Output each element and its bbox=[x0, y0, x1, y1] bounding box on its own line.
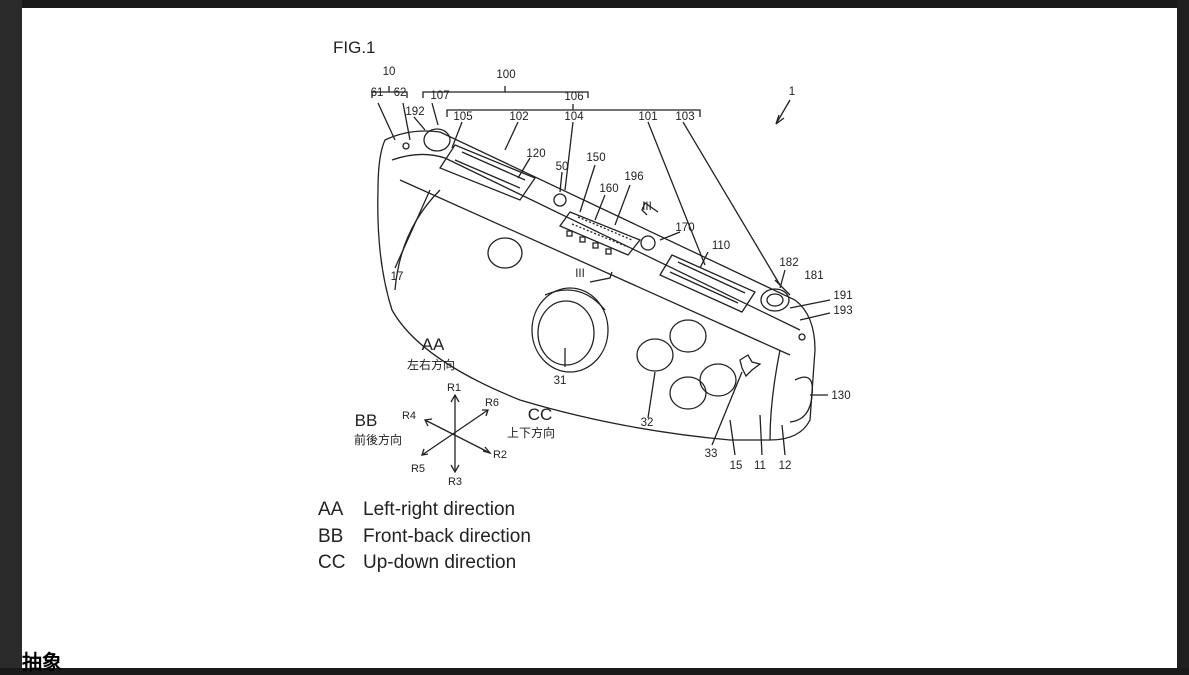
label-103: 103 bbox=[675, 111, 694, 123]
axis-label-bb: BB bbox=[355, 411, 378, 430]
button-192 bbox=[423, 128, 451, 152]
label-105: 105 bbox=[453, 111, 472, 123]
axis-r6: R6 bbox=[485, 397, 499, 409]
axis-label-aa-jp: 左右方向 bbox=[407, 357, 455, 372]
axis-r1: R1 bbox=[447, 382, 461, 394]
figure-title: FIG.1 bbox=[333, 38, 376, 57]
label-12: 12 bbox=[779, 460, 792, 472]
round-button-17 bbox=[487, 237, 523, 269]
label-1: 1 bbox=[789, 86, 795, 98]
action-button-bottom bbox=[669, 376, 707, 410]
label-110: 110 bbox=[712, 240, 730, 252]
patent-figure-sheet bbox=[22, 8, 1177, 668]
label-191: 191 bbox=[833, 290, 852, 302]
legend-key: CC bbox=[318, 552, 346, 573]
label-120: 120 bbox=[526, 148, 545, 160]
legend-row-cc: CC Up-down direction bbox=[318, 550, 531, 577]
label-196: 196 bbox=[624, 171, 643, 183]
right-frame-band bbox=[1177, 0, 1189, 668]
side-panel-curve bbox=[394, 189, 441, 291]
label-106: 106 bbox=[564, 91, 583, 103]
label-104: 104 bbox=[564, 111, 584, 123]
label-100: 100 bbox=[496, 69, 515, 81]
plus-button-33 bbox=[739, 354, 762, 378]
label-11: 11 bbox=[754, 460, 766, 472]
label-61: 61 bbox=[371, 87, 384, 99]
rear-curve bbox=[769, 349, 781, 441]
label-181: 181 bbox=[804, 270, 823, 282]
axis-label-cc: CC bbox=[528, 405, 553, 424]
label-62: 62 bbox=[394, 87, 407, 99]
label-iii-top: III bbox=[642, 201, 652, 213]
axis-r4: R4 bbox=[402, 410, 416, 422]
top-rail-edge-inner bbox=[399, 179, 791, 356]
button-170 bbox=[640, 235, 656, 251]
top-rail-edge bbox=[391, 153, 801, 331]
axis-label-cc-jp: 上下方向 bbox=[507, 425, 555, 440]
label-107: 107 bbox=[430, 90, 449, 102]
label-193: 193 bbox=[833, 305, 852, 317]
label-192: 192 bbox=[405, 106, 424, 118]
label-10: 10 bbox=[383, 66, 396, 78]
label-15: 15 bbox=[730, 460, 743, 472]
button-50 bbox=[553, 193, 567, 207]
analog-stick-31 bbox=[531, 287, 609, 373]
label-101: 101 bbox=[638, 111, 657, 123]
label-160: 160 bbox=[599, 183, 618, 195]
label-150: 150 bbox=[586, 152, 605, 164]
label-33: 33 bbox=[705, 448, 718, 460]
rail-slot-120 bbox=[439, 144, 536, 201]
legend-row-bb: BB Front-back direction bbox=[318, 524, 531, 551]
connector-150 bbox=[559, 211, 642, 256]
axis-r2: R2 bbox=[493, 449, 507, 461]
section-heading-abstract: 抽象 bbox=[22, 650, 62, 674]
action-button-left bbox=[636, 338, 674, 372]
action-button-right bbox=[699, 363, 737, 397]
legend-text: Front-back direction bbox=[363, 525, 531, 547]
figure-legend: AA Left-right direction BB Front-back dire… bbox=[318, 497, 531, 577]
label-17: 17 bbox=[391, 271, 404, 283]
axis-r6-r5 bbox=[421, 409, 489, 456]
left-frame-band bbox=[0, 0, 22, 668]
label-170: 170 bbox=[675, 222, 694, 234]
axis-label-aa: AA bbox=[422, 335, 445, 354]
label-50: 50 bbox=[556, 161, 569, 173]
label-32: 32 bbox=[641, 417, 654, 429]
rail-slot-110 bbox=[659, 254, 756, 313]
label-31: 31 bbox=[554, 375, 567, 387]
controller-body-outline bbox=[377, 130, 816, 441]
legend-text: Left-right direction bbox=[363, 499, 516, 520]
label-130: 130 bbox=[831, 390, 850, 402]
axis-r3: R3 bbox=[448, 476, 462, 488]
axis-label-bb-jp: 前後方向 bbox=[354, 432, 402, 447]
axis-r4-r2 bbox=[424, 419, 491, 454]
legend-row-aa: AA Left-right direction bbox=[318, 497, 531, 524]
axis-r5: R5 bbox=[411, 463, 425, 475]
label-iii-bottom: III bbox=[575, 268, 585, 280]
legend-text: Up-down direction bbox=[363, 552, 517, 573]
label-102: 102 bbox=[509, 111, 528, 123]
action-button-top bbox=[669, 319, 707, 353]
legend-key: AA bbox=[318, 499, 344, 520]
label-182: 182 bbox=[779, 257, 798, 269]
side-button-130 bbox=[789, 376, 814, 423]
button-181 bbox=[760, 288, 790, 312]
legend-key: BB bbox=[318, 525, 344, 547]
